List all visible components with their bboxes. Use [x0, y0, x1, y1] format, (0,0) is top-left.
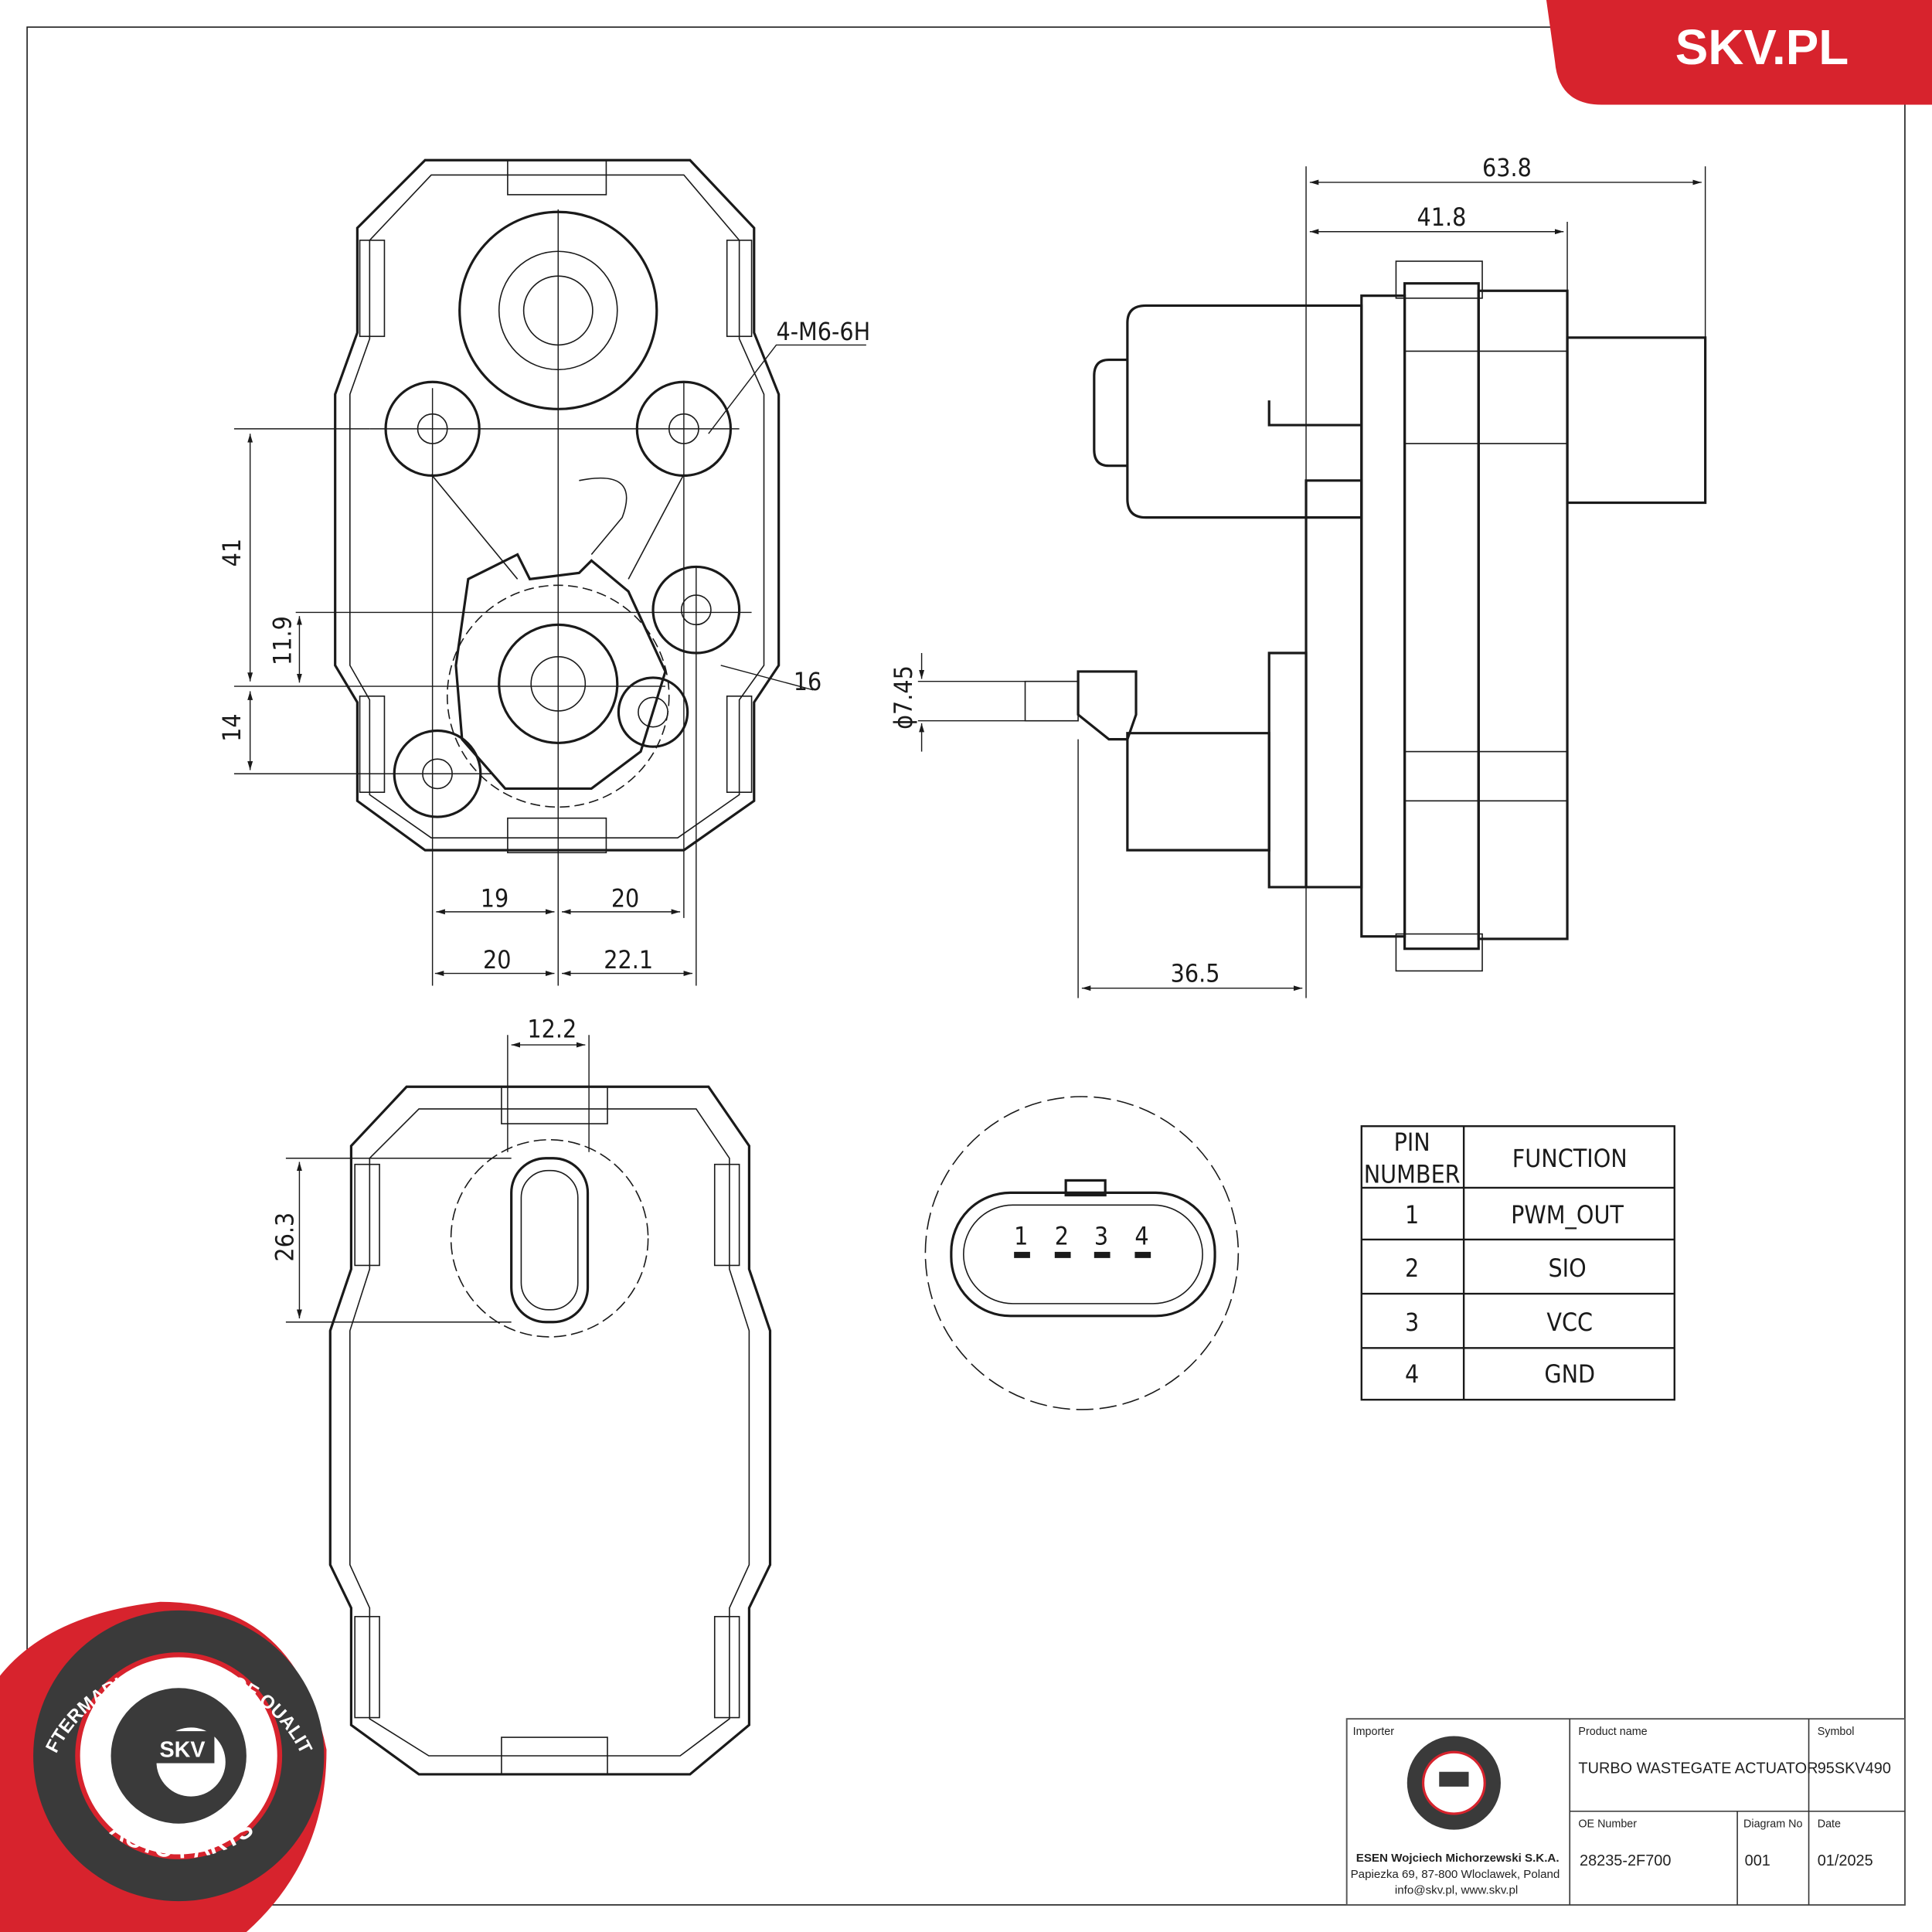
diagram-no: 001	[1745, 1852, 1770, 1869]
side-view: 63.8 41.8 36.5 ϕ7.45	[889, 153, 1707, 998]
row-3-pin: 3	[1405, 1308, 1419, 1337]
row-1-function: PWM_OUT	[1511, 1200, 1624, 1230]
dim-41: 41	[217, 539, 247, 566]
bottom-view: 12.2 26.3	[270, 1014, 772, 1776]
oe-number: 28235-2F700	[1580, 1852, 1671, 1869]
row-4-pin: 4	[1405, 1359, 1419, 1389]
svg-text:SKV: SKV	[159, 1738, 205, 1763]
dim-14: 14	[217, 713, 247, 741]
dim-36-5: 36.5	[1171, 959, 1220, 988]
row-3-function: VCC	[1546, 1308, 1593, 1337]
symbol-label: Symbol	[1818, 1726, 1855, 1738]
dim-26-3: 26.3	[270, 1213, 299, 1262]
dim-41-8: 41.8	[1417, 202, 1467, 232]
header-pin: PIN	[1394, 1128, 1430, 1157]
brand-logo-text: SKV.PL	[1675, 19, 1849, 75]
pin-label-4: 4	[1134, 1221, 1148, 1250]
header-number: NUMBER	[1364, 1160, 1461, 1189]
header-function: FUNCTION	[1512, 1144, 1628, 1173]
thread-callout: 4-M6-6H	[776, 317, 870, 346]
dim-r16: 16	[794, 667, 821, 696]
connector-detail: 1 2 3 4	[924, 1096, 1240, 1410]
pin-label-1: 1	[1014, 1221, 1028, 1250]
dim-20-upper: 20	[611, 883, 639, 913]
importer-name: ESEN Wojciech Michorzewski S.K.A.	[1356, 1852, 1560, 1865]
symbol-value: 95SKV490	[1818, 1760, 1891, 1777]
svg-text:AFTERMARKET PRICE - OE QUALITY: AFTERMARKET PRICE - OE QUALITY	[0, 0, 316, 1757]
importer-label: Importer	[1353, 1726, 1395, 1738]
pin-function-table: PIN NUMBER FUNCTION 1 PWM_OUT 2 SIO 3 VC…	[1360, 1125, 1675, 1401]
dim-63-8: 63.8	[1482, 153, 1532, 182]
dim-dia-7-45: ϕ7.45	[889, 665, 918, 730]
row-2-pin: 2	[1405, 1253, 1419, 1283]
product-name: TURBO WASTEGATE ACTUATOR	[1578, 1760, 1818, 1777]
product-name-label: Product name	[1578, 1726, 1647, 1738]
date-value: 01/2025	[1818, 1852, 1873, 1869]
importer-contact: info@skv.pl, www.skv.pl	[1395, 1884, 1518, 1897]
importer-address: Papiezka 69, 87-800 Wloclawek, Poland	[1351, 1868, 1560, 1881]
row-2-function: SIO	[1548, 1253, 1586, 1283]
dim-11-9: 11.9	[267, 616, 297, 665]
date-label: Date	[1818, 1818, 1841, 1830]
pin-label-2: 2	[1055, 1221, 1069, 1250]
diagram-no-label: Diagram No	[1743, 1818, 1802, 1830]
dim-22-1: 22.1	[604, 945, 653, 975]
sheet-border	[26, 26, 1906, 1906]
connector-pins: 1 2 3 4	[1014, 1221, 1151, 1258]
dim-20-lower: 20	[483, 945, 511, 975]
dim-19: 19	[481, 883, 509, 913]
front-view: 41 11.9 14 19 20 20 22.1 4-M6-6H 16	[217, 158, 870, 986]
skv-seal-logo: SKV AFTERMARKET PRICE - OE QUALITY AUTO …	[0, 0, 327, 1932]
row-4-function: GND	[1544, 1359, 1595, 1389]
row-1-pin: 1	[1405, 1200, 1419, 1230]
oe-number-label: OE Number	[1578, 1818, 1637, 1830]
dim-12-2: 12.2	[527, 1014, 577, 1043]
title-block: Importer ESEN Wojciech Michorzewski S.K.…	[1345, 1718, 1906, 1906]
pin-label-3: 3	[1094, 1221, 1108, 1250]
brand-banner: SKV.PL	[1546, 0, 1932, 105]
